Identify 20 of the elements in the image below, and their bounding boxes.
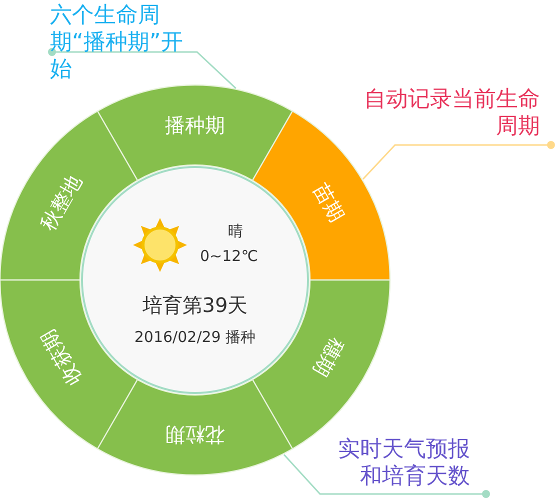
day-count-text: 培育第39天	[141, 292, 249, 319]
segment-label: 花粒期	[165, 423, 225, 447]
callout-text: 实时天气预报和培育天数	[330, 436, 470, 490]
temperature-text: 0~12℃	[200, 247, 258, 265]
sowing-date-text: 2016/02/29 播种	[133, 328, 257, 347]
callout-text: 六个生命周期“播种期”开始	[50, 2, 190, 83]
leader-line	[362, 141, 555, 180]
ring-segment	[96, 379, 294, 476]
weather-text: 晴	[228, 222, 243, 241]
center-circle	[81, 166, 309, 394]
segment-label: 收获期	[35, 326, 86, 390]
segment-label: 穗期	[308, 334, 350, 381]
ring-segment	[0, 110, 138, 281]
leader-line	[48, 48, 236, 89]
segment-label: 秋整地	[35, 170, 86, 234]
segment-label: 苗期	[308, 179, 350, 226]
ring-segment	[96, 84, 294, 181]
callout-text: 自动记录当前生命周期	[360, 86, 540, 140]
segment-label: 播种期	[165, 113, 225, 137]
leader-line	[283, 454, 490, 498]
